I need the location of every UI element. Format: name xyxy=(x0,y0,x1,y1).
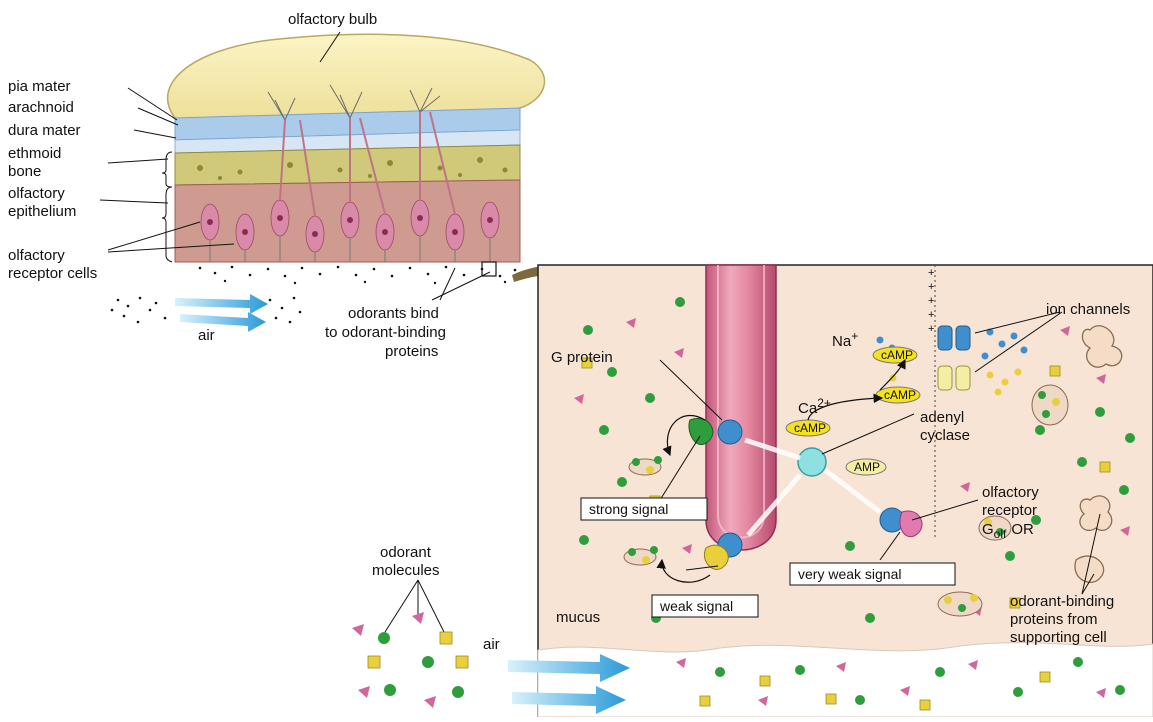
label-olfactory-epithelium-2: epithelium xyxy=(8,203,76,220)
olfactory-bulb-shape xyxy=(168,34,545,119)
label-adenyl: adenyl xyxy=(920,409,964,426)
label-arachnoid: arachnoid xyxy=(8,99,74,116)
label-ethmoid: ethmoid xyxy=(8,145,61,162)
svg-text:AMP: AMP xyxy=(854,460,880,474)
label-g-protein: G protein xyxy=(551,349,613,366)
air-flow-arrows xyxy=(175,294,268,332)
svg-text:+: + xyxy=(928,323,934,335)
label-olfactory-receptor-2: receptor xyxy=(982,502,1037,519)
label-pia-mater: pia mater xyxy=(8,78,71,95)
label-ethmoid-bone: bone xyxy=(8,163,41,180)
svg-text:cAMP: cAMP xyxy=(881,348,913,362)
label-odorant: odorant xyxy=(380,544,432,561)
label-weak-signal: weak signal xyxy=(659,598,733,614)
label-odorants-bind-3: proteins xyxy=(385,343,438,360)
label-odorant-binding-1: odorant-binding xyxy=(1010,593,1114,610)
label-molecules: molecules xyxy=(372,562,440,579)
label-ion-channels: ion channels xyxy=(1046,301,1130,318)
label-dura-mater: dura mater xyxy=(8,122,81,139)
svg-text:cAMP: cAMP xyxy=(794,421,826,435)
label-odorant-binding-3: supporting cell xyxy=(1010,629,1107,646)
label-air-bottom: air xyxy=(483,636,500,653)
anatomy-panel: olfactory bulb pia mater arachnoid dura … xyxy=(8,11,544,360)
label-very-weak-signal: very weak signal xyxy=(798,566,902,582)
label-olfactory-receptor-1: olfactory xyxy=(982,484,1039,501)
label-air-top: air xyxy=(198,327,215,344)
svg-text:+: + xyxy=(928,281,934,293)
label-olfactory-receptor-1: olfactory xyxy=(8,247,65,264)
odorant-molecules-group: odorant molecules air xyxy=(352,544,500,708)
label-odorants-bind-1: odorants bind xyxy=(348,305,439,322)
label-cyclase: cyclase xyxy=(920,427,970,444)
label-odorant-binding-2: proteins from xyxy=(1010,611,1098,628)
svg-text:+: + xyxy=(928,309,934,321)
svg-text:+: + xyxy=(928,295,934,307)
inset-marker-box xyxy=(482,262,496,276)
mucus-surface xyxy=(538,643,1153,717)
adenyl-cyclase-shape xyxy=(798,448,826,476)
cilium-tube xyxy=(706,265,776,550)
svg-text:cAMP: cAMP xyxy=(884,388,916,402)
label-olfactory-epithelium-1: olfactory xyxy=(8,185,65,202)
label-strong-signal: strong signal xyxy=(589,501,668,517)
svg-text:+: + xyxy=(928,267,934,279)
label-mucus: mucus xyxy=(556,609,600,626)
label-olfactory-bulb: olfactory bulb xyxy=(288,11,377,28)
label-odorants-bind-2: to odorant-binding xyxy=(325,324,446,341)
inset-panel: ++ ++ + cAMP cAMP cAM xyxy=(508,265,1153,717)
label-olfactory-receptor-2: receptor cells xyxy=(8,265,97,282)
